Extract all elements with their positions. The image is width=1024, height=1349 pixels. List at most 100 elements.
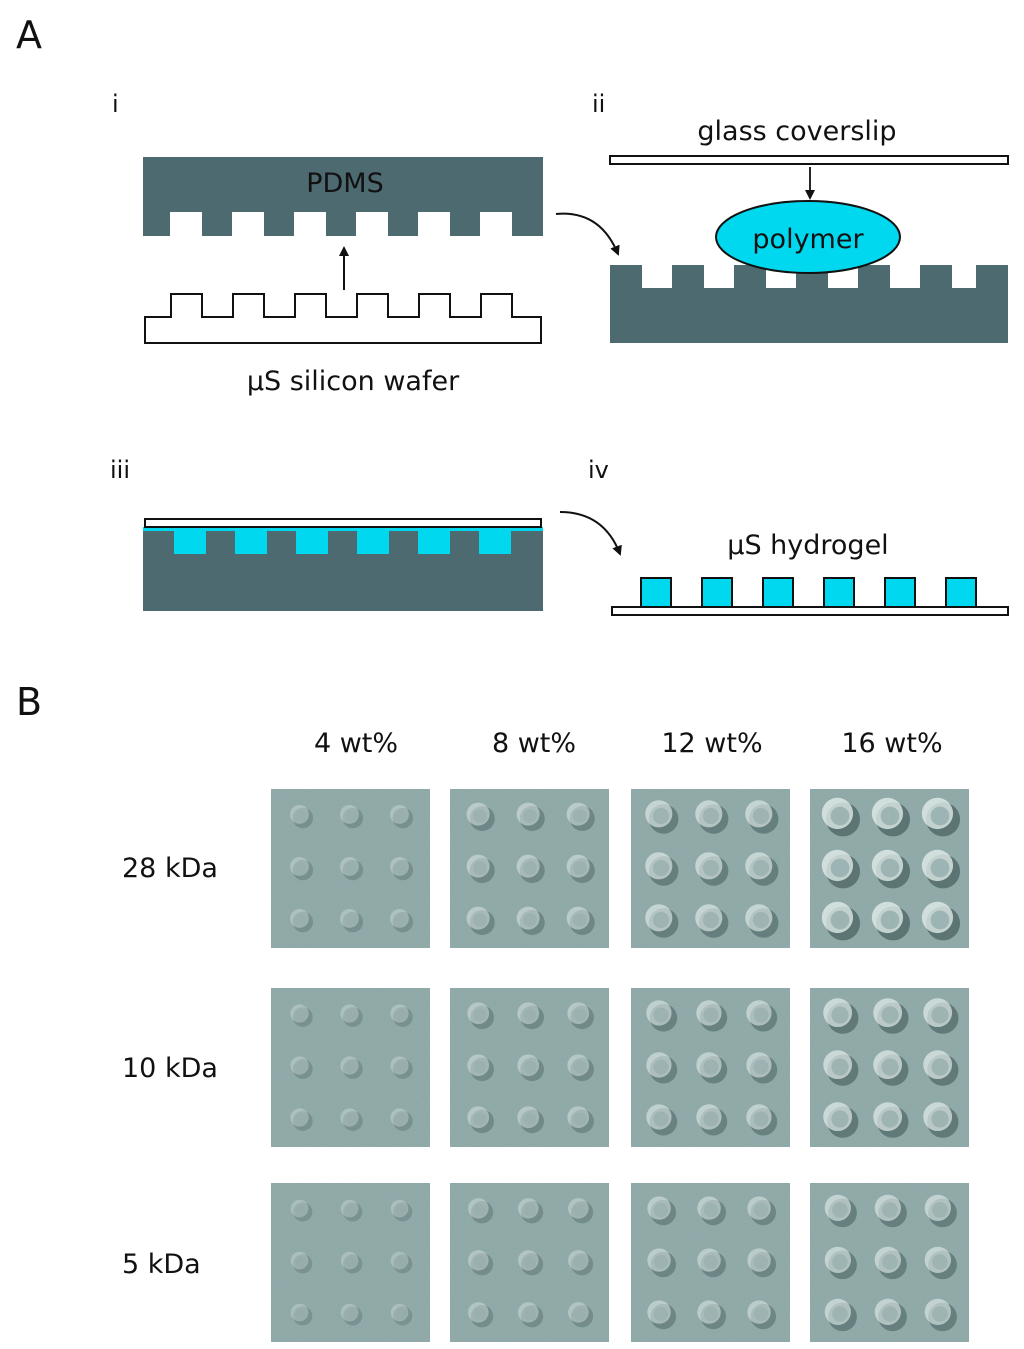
feature-shadow [392, 1111, 413, 1131]
curved-arrow-i-ii [555, 212, 620, 256]
feature-highlight [290, 1303, 309, 1322]
feature-core [880, 806, 900, 826]
feature-highlight [568, 1302, 589, 1323]
feature-core [881, 1110, 899, 1128]
feature-core [702, 911, 720, 929]
feature-core [654, 1255, 668, 1269]
feature-core [573, 1112, 587, 1126]
pdms-filled-mold [143, 527, 543, 611]
feature-highlight [290, 805, 309, 824]
feature-core [345, 862, 357, 874]
feature-core [704, 1203, 718, 1217]
feature-highlight [290, 1108, 309, 1127]
feature-core [752, 859, 770, 877]
micrograph [631, 1183, 790, 1342]
feature-core [473, 1008, 487, 1022]
feature-highlight [290, 1056, 309, 1075]
feature-highlight [390, 909, 409, 928]
feature-highlight [568, 1250, 589, 1271]
feature-core [652, 807, 670, 825]
feature-core [573, 1060, 587, 1074]
feature-highlight [390, 1056, 409, 1075]
feature-core [881, 1006, 899, 1024]
feature-highlight [390, 1199, 409, 1218]
feature-core [932, 1254, 948, 1270]
hydrogel-pillar [640, 577, 672, 608]
micrograph [631, 988, 790, 1147]
feature-core [295, 810, 307, 822]
hydrogel-pillars [640, 577, 977, 608]
polymer-droplet [715, 200, 901, 274]
feature-core [831, 1006, 849, 1024]
feature-shadow [342, 1007, 363, 1027]
feature-core [573, 1008, 587, 1022]
feature-highlight [518, 1198, 539, 1219]
feature-core [573, 913, 587, 927]
feature-core [295, 1308, 307, 1320]
feature-shadow [293, 1202, 313, 1222]
feature-core [930, 910, 950, 930]
feature-core [395, 1113, 407, 1125]
feature-core [523, 913, 537, 927]
feature-shadow [392, 859, 414, 881]
hydrogel-pillar [884, 577, 916, 608]
feature-shadow [392, 1059, 413, 1079]
panel-b-letter: B [16, 680, 42, 724]
feature-core [345, 1308, 357, 1320]
feature-highlight [290, 857, 309, 876]
feature-core [930, 858, 950, 878]
feature-highlight [290, 1251, 309, 1270]
feature-core [473, 861, 487, 875]
feature-highlight [340, 1004, 359, 1023]
feature-core [652, 911, 670, 929]
feature-core [652, 859, 670, 877]
feature-highlight [340, 909, 359, 928]
feature-core [653, 1059, 669, 1075]
col-header-16wt: 16 wt% [841, 728, 942, 759]
micrograph [450, 789, 609, 948]
filled-well [479, 529, 511, 554]
feature-shadow [520, 1201, 544, 1224]
pdms-mold [143, 157, 543, 236]
coverslip-label: glass coverslip [697, 116, 896, 147]
col-header-8wt: 8 wt% [492, 728, 576, 759]
feature-shadow [470, 1305, 494, 1328]
silicon-wafer [144, 293, 542, 344]
feature-core [395, 862, 407, 874]
feature-highlight [390, 1004, 409, 1023]
feature-core [345, 1113, 357, 1125]
micrograph [450, 1183, 609, 1342]
filled-well [357, 529, 389, 554]
feature-highlight [340, 805, 359, 824]
feature-shadow [343, 1254, 363, 1274]
feature-shadow [393, 1306, 413, 1326]
feature-core [395, 1308, 407, 1320]
feature-shadow [393, 1254, 413, 1274]
feature-core [395, 810, 407, 822]
micrograph [271, 988, 430, 1147]
feature-core [654, 1307, 668, 1321]
feature-core [523, 1112, 537, 1126]
column-headers: 4 wt% 8 wt% 12 wt% 16 wt% [314, 728, 943, 759]
feature-shadow [342, 911, 364, 933]
feature-highlight [390, 1251, 409, 1270]
feature-highlight [468, 1198, 489, 1219]
micrograph [271, 789, 430, 948]
feature-core [473, 1255, 487, 1269]
row-header-10kda: 10 kDa [122, 1053, 218, 1084]
feature-highlight [468, 1302, 489, 1323]
feature-core [345, 1204, 357, 1216]
feature-core [754, 1307, 768, 1321]
row-header-5kda: 5 kDa [122, 1249, 201, 1280]
row-headers: 28 kDa 10 kDa 5 kDa [122, 853, 218, 1280]
micrograph [450, 988, 609, 1147]
hydrogel-pillar [945, 577, 977, 608]
row-header-28kda: 28 kDa [122, 853, 218, 884]
micrograph [810, 789, 969, 948]
feature-shadow [342, 1059, 363, 1079]
feature-core [931, 1058, 949, 1076]
feature-core [832, 1254, 848, 1270]
feature-shadow [293, 1254, 313, 1274]
feature-core [395, 1256, 407, 1268]
feature-core [753, 1111, 769, 1127]
